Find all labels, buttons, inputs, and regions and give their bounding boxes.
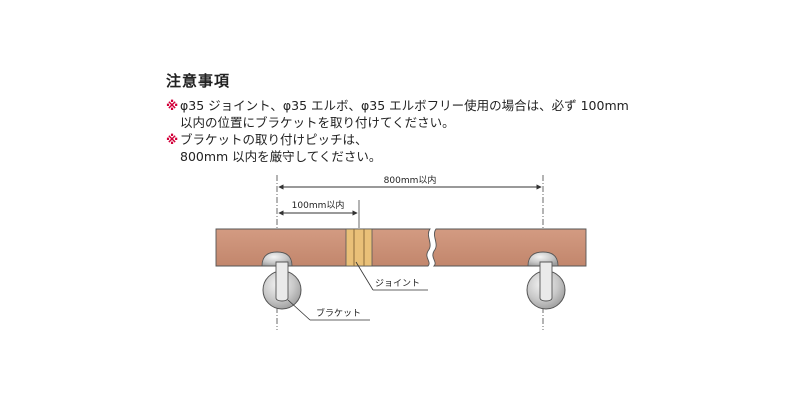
notes-title: 注意事項 xyxy=(166,72,231,90)
dimension-800-label: 800mm以内 xyxy=(384,174,437,186)
joint: ジョイント xyxy=(345,228,428,291)
note-item-2: ※ ブラケットの取り付けピッチは、 800mm 以内を厳守してください。 xyxy=(166,131,786,165)
note-mark: ※ xyxy=(166,132,179,147)
handrail-right xyxy=(432,228,587,267)
note-1-line-2: 以内の位置にブラケットを取り付けてください。 xyxy=(180,115,455,130)
bracket-left: ブラケット xyxy=(261,251,370,321)
bracket-right xyxy=(526,251,566,310)
note-2-line-2: 800mm 以内を厳守してください。 xyxy=(180,149,382,164)
dimension-100-label: 100mm以内 xyxy=(292,199,345,211)
note-1-line-1: φ35 ジョイント、φ35 エルボ、φ35 エルボフリー使用の場合は、必ず 10… xyxy=(180,98,629,113)
note-item-1: ※ φ35 ジョイント、φ35 エルボ、φ35 エルボフリー使用の場合は、必ず … xyxy=(166,97,786,131)
bracket-label: ブラケット xyxy=(316,307,361,319)
notes-section: 注意事項 ※ φ35 ジョイント、φ35 エルボ、φ35 エルボフリー使用の場合… xyxy=(166,70,786,165)
note-2-line-1: ブラケットの取り付けピッチは、 xyxy=(180,132,368,147)
joint-label: ジョイント xyxy=(375,279,420,289)
dimension-100: 100mm以内 xyxy=(278,199,360,228)
handrail-left xyxy=(215,228,431,267)
note-mark: ※ xyxy=(166,98,179,113)
